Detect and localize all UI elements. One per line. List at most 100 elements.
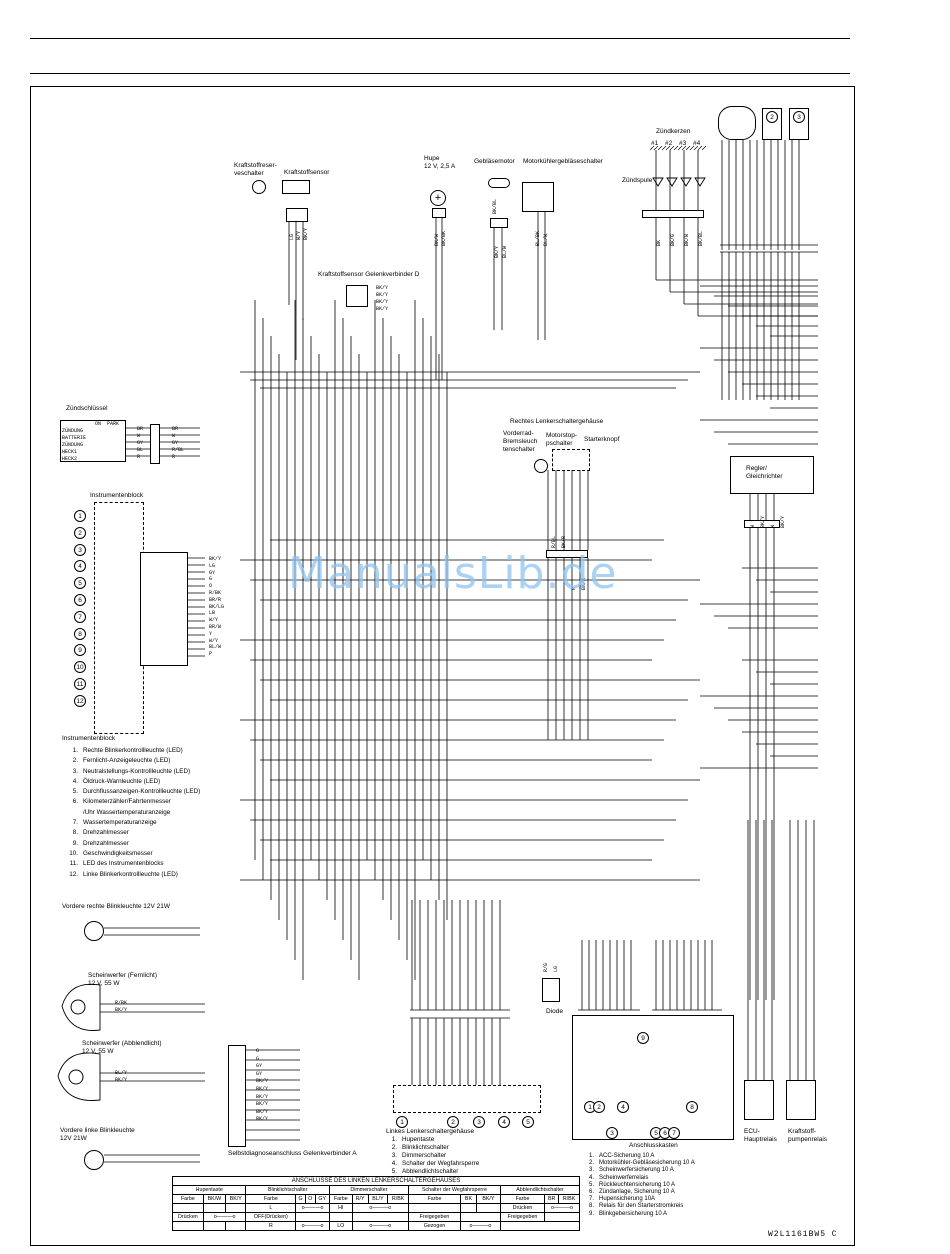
fuel-wire-lg: LG [289, 233, 295, 240]
connector-table-title: ANSCHLÜSSE DES LINKEN LENKERSCHALTERGEHÄ… [172, 1176, 580, 1185]
legend-text: Drehzahlmesser [83, 839, 129, 847]
junction-7-marker: 7 [668, 1127, 680, 1139]
legend-number: 3. [588, 1167, 594, 1174]
legend-text: Geschwindigkeitsmesser [83, 849, 153, 857]
legend-item: 11. LED des Instrumentenblocks [64, 859, 200, 869]
left-switch-connector-table: ANSCHLÜSSE DES LINKEN LENKERSCHALTERGEHÄ… [171, 1176, 581, 1231]
legend-number: 2. [72, 757, 78, 765]
figure-reference: W2L1161BW5 C [768, 1230, 838, 1239]
legend-number: 5. [588, 1181, 594, 1188]
color-cell: R/Y [351, 1194, 369, 1204]
immo-row: Gezogen [408, 1221, 461, 1231]
fuel-reserve-switch-symbol [252, 180, 266, 194]
farbe-cell: Farbe [328, 1194, 353, 1204]
color-cell: GY [314, 1194, 330, 1204]
fuel-wire-bky: BK/Y [303, 227, 309, 240]
immo-row: Freigegeben [408, 1212, 461, 1222]
coil-wire-4: BK/BL [698, 230, 704, 246]
coil-symbol [680, 177, 692, 187]
diode-symbol [542, 978, 560, 1002]
wire-code: BK/Y [376, 292, 389, 298]
front-brake-switch-label: Vorderrad- Bremsleuch tenschalter [503, 430, 538, 453]
legend-number: 9. [72, 839, 78, 847]
connector-2-marker: 2 [766, 111, 778, 123]
legend-item: 9.Blinkgebersicherung 10 A [580, 1211, 695, 1218]
legend-text: Blinklichtschalter [402, 1144, 449, 1151]
ignition-wire-codes: BR W GY BL R [137, 426, 143, 461]
junction-2-marker: 2 [593, 1101, 605, 1113]
legend-number: 6. [588, 1189, 594, 1196]
ignition-switch-label: Zündschlüssel [66, 405, 108, 412]
legend-text: LED des Instrumentenblocks [83, 860, 164, 868]
fan-wire-2: BL/W [543, 233, 549, 246]
wire-code: W [172, 433, 176, 439]
turn-link: o———o [295, 1221, 330, 1231]
instrument-wire-code: BK/Y [209, 556, 222, 562]
legend-text: Abblendlichtschalter [402, 1168, 459, 1175]
legend-text: ACC-Sicherung 10 A [599, 1153, 655, 1159]
regulator-box [730, 456, 814, 494]
wire-code: BK/Y [376, 299, 389, 305]
legend-text: Scheinwerferrelais [599, 1174, 649, 1181]
legend-item: 1.ACC-Sicherung 10 A [580, 1153, 695, 1160]
legend-number: 7. [588, 1196, 594, 1203]
regulator-connector [744, 520, 780, 528]
coil-wire-1: BK [656, 239, 662, 246]
ecu-relay-label: ECU- Hauptrelais [744, 1128, 777, 1143]
diode-wire: R/G [543, 962, 549, 972]
legend-item: 2.Motorkühler-Gebläsesicherung 10 A [580, 1160, 695, 1167]
instrument-wire-code: R/BK [209, 589, 222, 596]
ignition-header-park: PARK [107, 421, 120, 427]
legend-text: Fernlicht-Anzeigeleuchte (LED) [83, 757, 171, 765]
instrument-wire-code: BK/LG [209, 603, 225, 610]
ignition-connector [150, 424, 160, 464]
blower-motor-label: Gebläsemotor [474, 158, 515, 165]
legend-number: 4. [588, 1174, 594, 1181]
instrument-wire-code: O [209, 583, 213, 590]
horn-symbol: + [430, 190, 446, 206]
color-cell: G [295, 1194, 306, 1204]
front-right-turn-bulb [84, 921, 104, 941]
diode-wire: LG [553, 965, 559, 972]
right-handlebar-housing-label: Rechtes Lenkerschaltergehäuse [510, 418, 604, 425]
legend-number: 11. [69, 860, 78, 868]
legend-text: Durchflussanzeigen-Kontrollleuchte (LED) [83, 788, 201, 796]
wire-code: BK/Y [115, 1077, 128, 1083]
legend-number: 3. [391, 1152, 397, 1159]
legend-number: 7. [72, 819, 78, 827]
ignition-coil-label: Zündspule [622, 177, 653, 184]
legend-item: 1.Rechte Blinkerkontrollleuchte (LED) [64, 746, 200, 756]
connector-3-marker: 3 [793, 111, 805, 123]
wire-code: BR [172, 426, 179, 432]
color-cell: BK/Y [475, 1194, 501, 1204]
legend-number: 1. [72, 747, 78, 754]
fan-wire-1: BL/BK [535, 230, 541, 246]
starter-button-label: Starterknopf [584, 436, 620, 443]
legend-number: 10. [69, 849, 78, 857]
blower-wire-1: BK/BL [492, 198, 498, 214]
legend-number: 9. [588, 1210, 594, 1217]
spark-plug-hatch [673, 145, 679, 151]
instrument-wire-code: BR/W [209, 623, 222, 630]
wire-code: W [137, 433, 141, 439]
empty-cell [328, 1212, 353, 1222]
spark-plug-hatch [649, 145, 655, 151]
diag-wire-code: GY [256, 1070, 263, 1077]
instrument-block-label-bottom: Instrumentenblock [62, 735, 116, 742]
diag-wire-code: G [256, 1055, 260, 1062]
spark-plug-hatch [681, 145, 687, 151]
instrument-wire-code: LG [209, 562, 216, 569]
brake-switch-symbol [534, 459, 548, 473]
legend-item: 8.Relais für den Starterstromkreis [580, 1203, 695, 1210]
legend-number: 5. [72, 788, 78, 796]
farbe-cell: Farbe [408, 1194, 461, 1204]
empty-cell [202, 1221, 227, 1231]
group-turn: Blinklichtschalter [245, 1185, 330, 1195]
front-left-turn-bulb [84, 1150, 104, 1170]
plug-3: #3 [679, 140, 687, 147]
left-switch-2-marker: 2 [447, 1116, 459, 1128]
headlight-low-bulb [68, 1069, 84, 1085]
legend-number: 12. [69, 870, 78, 878]
